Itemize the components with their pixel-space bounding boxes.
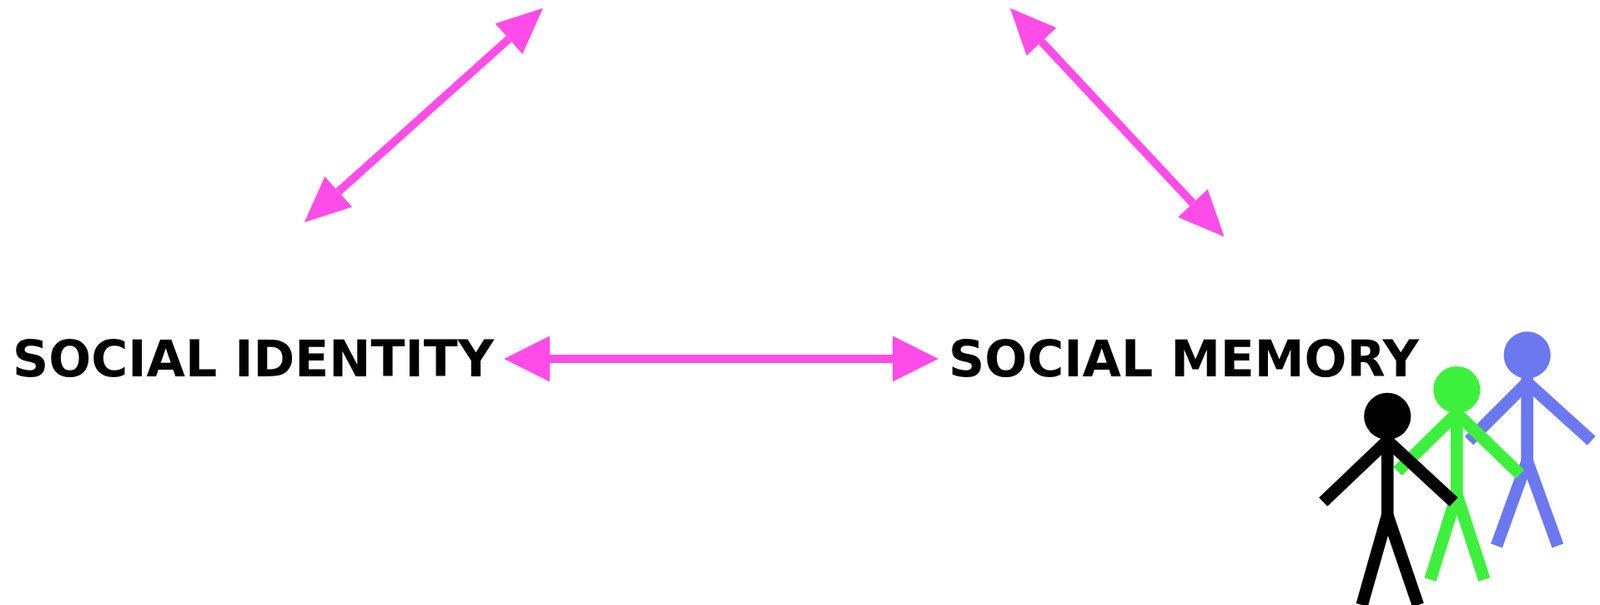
arrow-shaft xyxy=(338,39,509,192)
arrow-head xyxy=(1177,189,1225,237)
arrow-head xyxy=(304,176,353,223)
concept-label: SOCIAL MEMORY xyxy=(948,330,1419,388)
arrow-head xyxy=(1010,8,1057,56)
arrow-shaft xyxy=(1041,41,1193,204)
double-arrow xyxy=(537,354,906,363)
concept-text: SOCIAL MEMORY xyxy=(948,330,1419,388)
stick-figure-black xyxy=(1323,392,1454,605)
double-arrow-upper-right xyxy=(1010,8,1225,237)
arrow-head xyxy=(495,8,544,55)
concept-text: SOCIAL IDENTITY xyxy=(12,330,494,388)
concept-label: SOCIAL IDENTITY xyxy=(12,330,494,388)
double-arrow-upper-left xyxy=(304,8,544,223)
